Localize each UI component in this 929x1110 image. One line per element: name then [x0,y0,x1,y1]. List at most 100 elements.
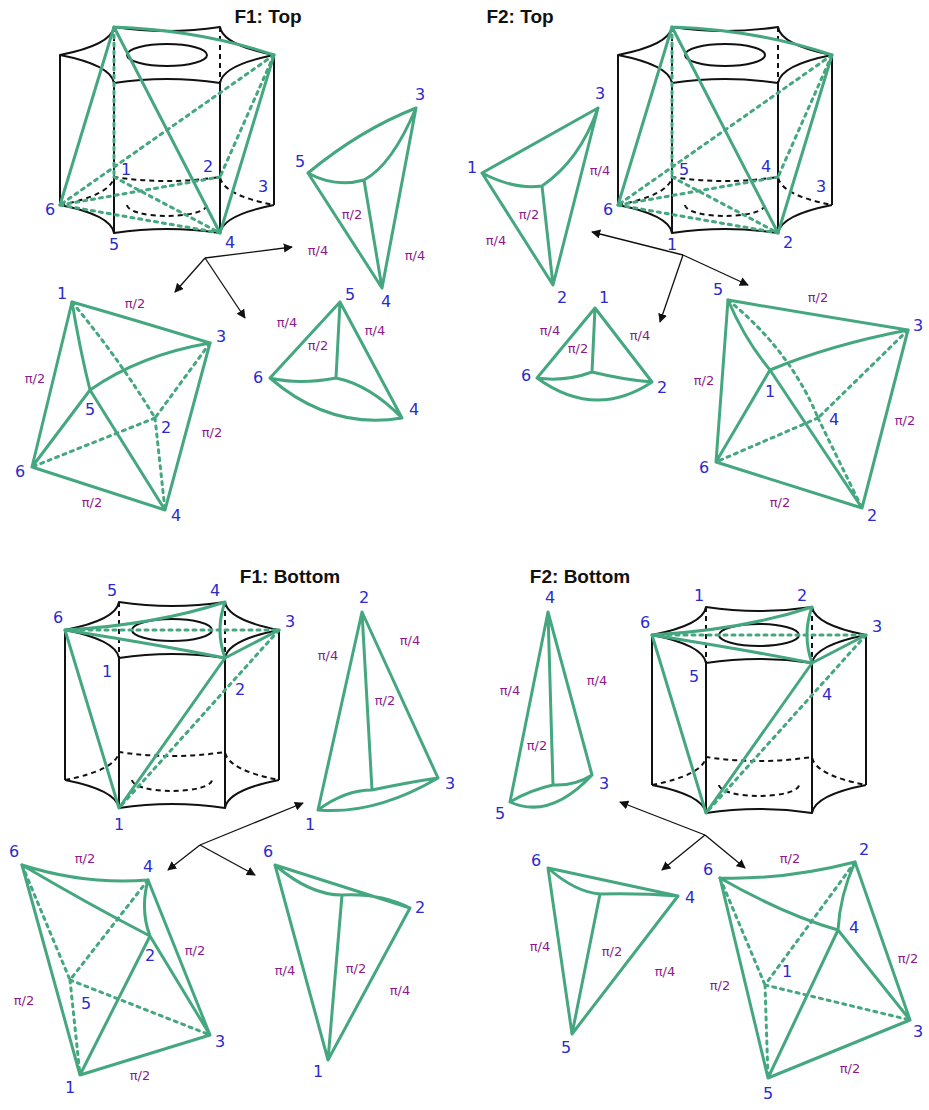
vertex-number: 1 [467,160,477,176]
tetrahedron [537,308,652,400]
vertex-number: 6 [45,202,55,218]
angle-label: π/2 [185,944,205,957]
vertex-number: 6 [640,615,650,631]
angle-label: π/4 [530,940,550,953]
angle-label: π/4 [308,244,328,257]
vertex-number: 3 [595,86,605,102]
vertex-number: 4 [685,890,695,906]
vertex-number: 6 [521,368,531,384]
vertex-number: 6 [263,844,273,860]
vertex-number: 1 [765,384,775,400]
vertex-number: 6 [15,464,25,480]
vertex-number: 1 [599,290,609,306]
octahedron-hidden [716,300,908,508]
vertex-number: 5 [763,1086,773,1102]
angle-label: π/4 [275,964,295,977]
prism-f2-top [618,27,832,233]
vertex-number: 6 [9,844,19,860]
octahedron [720,862,910,1078]
vertex-number: 5 [495,806,505,822]
vertex-number: 2 [161,420,171,436]
prism-f1-top [60,27,274,233]
angle-label: π/4 [390,984,410,997]
vertex-number: 5 [689,669,699,685]
vertex-number: 3 [258,179,268,195]
angle-label: π/2 [780,852,800,865]
tetrahedron [275,865,410,1060]
vertex-number: 6 [603,202,613,218]
vertex-number: 1 [782,964,792,980]
vertex-number: 6 [253,370,263,386]
vertex-number: 3 [216,329,226,345]
angle-label: π/2 [75,852,95,865]
angle-label: π/4 [590,164,610,177]
vertex-number: 3 [913,318,923,334]
angle-label: π/2 [14,994,34,1007]
octahedron-hidden [720,862,910,1078]
pointer-arrow [683,255,748,285]
angle-label: π/2 [375,694,395,707]
vertex-number: 1 [114,817,124,833]
angle-label: π/4 [500,684,520,697]
vertex-number: 1 [57,286,67,302]
angle-label: π/2 [130,1069,150,1082]
vertex-number: 6 [703,862,713,878]
vertex-number: 4 [761,159,771,175]
vertex-number: 4 [849,920,859,936]
angle-label: π/2 [202,426,222,439]
angle-label: π/2 [308,339,328,352]
angle-label: π/2 [602,945,622,958]
vertex-number: 4 [822,687,832,703]
vertex-number: 2 [783,235,793,251]
prism-f1-bottom [65,602,279,808]
vertex-number: 3 [599,776,609,792]
vertex-number: 3 [415,87,425,103]
vertex-number: 3 [872,619,882,635]
figure-title: F2: Bottom [530,567,630,586]
vertex-number: 2 [359,590,369,606]
vertex-number: 2 [859,842,869,858]
angle-label: π/2 [568,342,588,355]
pointer-arrow [175,258,205,292]
tetrahedron [318,612,438,811]
angle-label: π/2 [898,952,918,965]
vertex-number: 1 [65,1080,75,1096]
tetrahedron [548,868,678,1034]
angle-label: π/4 [587,674,607,687]
vertex-number: 4 [225,235,235,251]
vertex-number: 3 [816,179,826,195]
tetrahedron [270,302,402,420]
vertex-number: 4 [545,590,555,606]
vertex-number: 5 [81,996,91,1012]
angle-label: π/4 [405,249,425,262]
prism-f1-bottom-lines [65,602,279,808]
pointer-arrow [200,803,303,845]
vertex-number: 5 [295,154,305,170]
angle-label: π/4 [277,316,297,329]
vertex-number: 5 [345,287,355,303]
angle-label: π/4 [318,649,338,662]
octahedron-hidden [32,302,210,510]
vertex-number: 2 [657,380,667,396]
vertex-number: 4 [210,583,220,599]
octahedron [716,300,908,508]
prism-f2-bottom [652,607,866,813]
angle-label: π/2 [694,374,714,387]
angle-label: π/4 [486,234,506,247]
vertex-number: 3 [285,614,295,630]
vertex-number: 2 [415,900,425,916]
vertex-number: 1 [313,1064,323,1080]
vertex-number: 2 [145,948,155,964]
angle-label: π/2 [527,739,547,752]
figure-title: F2: Top [486,7,553,26]
octahedron [32,302,210,510]
vertex-number: 5 [713,282,723,298]
vertex-number: 1 [305,817,315,833]
pointer-arrow [592,232,683,255]
vertex-number: 5 [107,583,117,599]
prism-f2-top-lines [618,27,832,233]
tetrahedron [482,108,598,285]
angle-label: π/2 [82,496,102,509]
pointer-arrows [168,232,748,875]
